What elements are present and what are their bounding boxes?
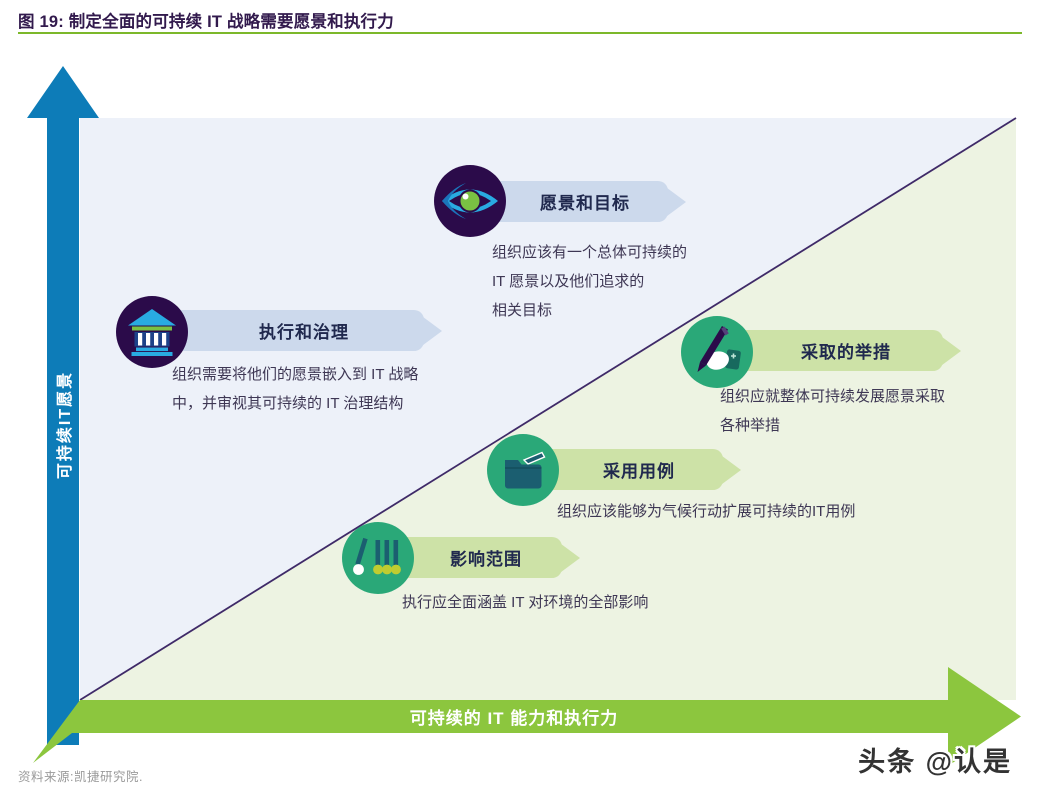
use-cases-description: 组织应该能够为气候行动扩展可持续的IT用例 [557, 503, 856, 520]
banner-impact-scope: 影响范围 [388, 537, 562, 578]
y-axis-label: 可持续IT愿景 [57, 370, 74, 480]
initiatives-description: 组织应就整体可持续发展愿景采取 各种举措 [720, 388, 946, 434]
impact-scope-description: 执行应全面涵盖 IT 对环境的全部影响 [402, 594, 649, 611]
bank-icon [116, 296, 188, 368]
banner-vision-goals: 愿景和目标 [480, 181, 668, 222]
y-axis-arrow [27, 66, 99, 745]
banner-use-cases: 采用用例 [533, 449, 723, 490]
title-divider [18, 32, 1022, 34]
banner-initiatives-label: 采取的举措 [801, 343, 891, 362]
impact-scope-badge [342, 522, 414, 594]
watermark: 头条 @认是 [858, 747, 1012, 777]
pen-icon [681, 316, 753, 388]
diagonal-line [79, 117, 1017, 701]
execution-governance-description: 组织需要将他们的愿景嵌入到 IT 战略 中，并审视其可持续的 IT 治理结构 [172, 366, 419, 412]
figure-title: 图 19: 制定全面的可持续 IT 战略需要愿景和执行力 [18, 13, 394, 31]
banner-use-cases-label: 采用用例 [603, 462, 675, 481]
source-note: 资料来源:凯捷研究院. [18, 770, 143, 784]
newton-cradle-icon [342, 522, 414, 594]
x-axis-arrow [33, 667, 1021, 766]
banner-initiatives: 采取的举措 [727, 330, 943, 371]
x-axis-label: 可持续的 IT 能力和执行力 [409, 709, 619, 728]
execution-governance-badge [116, 296, 188, 368]
initiatives-badge [681, 316, 753, 388]
use-cases-badge [487, 434, 559, 506]
folder-icon [487, 434, 559, 506]
banner-impact-scope-label: 影响范围 [450, 550, 522, 569]
vision-goals-badge [434, 165, 506, 237]
banner-execution-governance: 执行和治理 [162, 310, 424, 351]
eye-icon [434, 165, 506, 237]
vision-goals-description: 组织应该有一个总体可持续的 IT 愿景以及他们追求的 相关目标 [492, 244, 688, 319]
banner-vision-goals-label: 愿景和目标 [540, 194, 630, 213]
banner-execution-governance-label: 执行和治理 [259, 323, 349, 342]
